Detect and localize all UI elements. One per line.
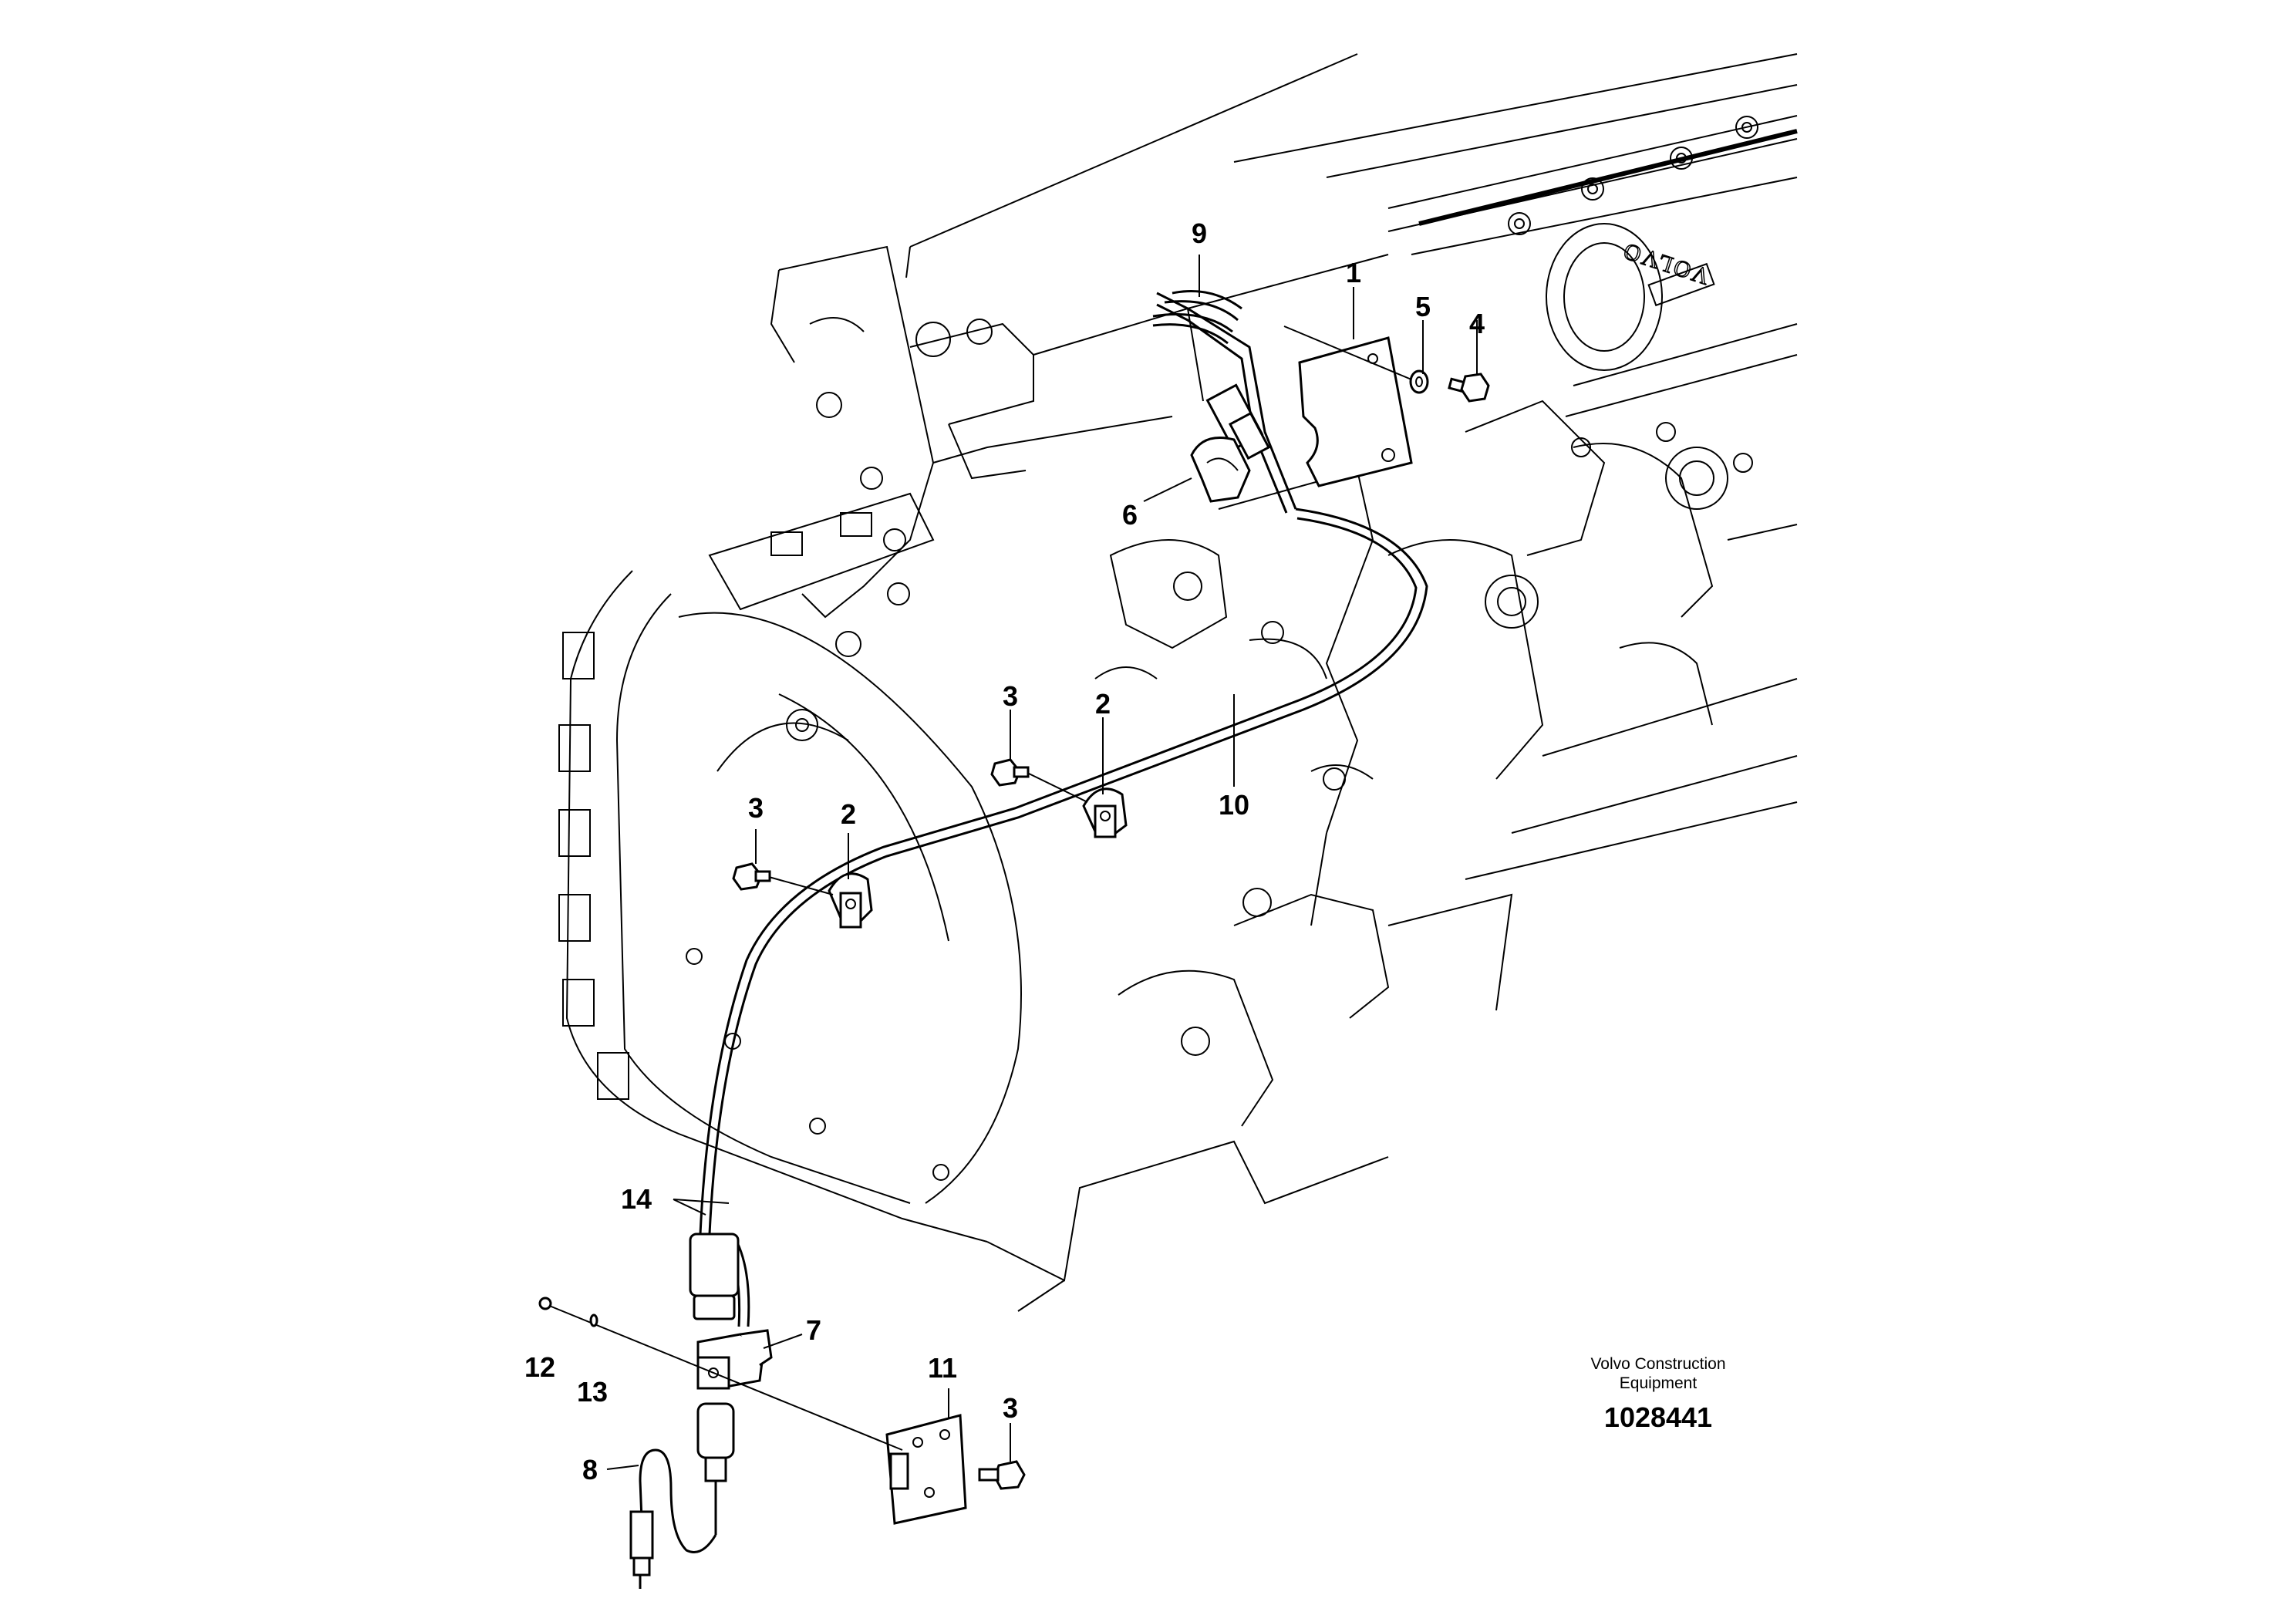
housing-bosses xyxy=(558,631,949,1181)
callout-4: 4 xyxy=(1469,308,1485,339)
callout-3-upper: 3 xyxy=(1003,680,1018,712)
mounting-plate-11 xyxy=(885,1414,967,1525)
clamp-lower xyxy=(828,872,873,929)
screw-plate xyxy=(978,1460,1026,1490)
caption-company-line1: Volvo Construction xyxy=(1590,1355,1725,1373)
callout-10: 10 xyxy=(1219,789,1249,821)
washer xyxy=(1409,369,1429,394)
clamp-upper xyxy=(1082,787,1128,838)
washer-13 xyxy=(589,1313,598,1327)
callout-1: 1 xyxy=(1346,257,1361,288)
callout-2-lower: 2 xyxy=(841,798,856,830)
figure-number: 1028441 xyxy=(1604,1401,1712,1433)
callout-8: 8 xyxy=(582,1454,598,1485)
callout-14: 14 xyxy=(621,1183,652,1215)
leader-lines xyxy=(606,255,1478,1470)
callout-3-plate: 3 xyxy=(1003,1392,1018,1424)
callout-7: 7 xyxy=(806,1314,821,1346)
callout-3-lower: 3 xyxy=(748,792,764,824)
rocker-bolts xyxy=(1508,116,1758,235)
nut-12 xyxy=(538,1297,552,1310)
figure-caption: Volvo Construction Equipment 1028441 xyxy=(1590,1355,1725,1433)
brand-mark: VOLVO xyxy=(1619,238,1713,290)
callout-13: 13 xyxy=(577,1376,608,1408)
callout-2-upper: 2 xyxy=(1095,688,1111,720)
cover-plate xyxy=(1298,336,1413,487)
screw-lower xyxy=(732,862,771,891)
callout-6: 6 xyxy=(1122,499,1138,531)
cable-clip-6 xyxy=(1190,437,1251,503)
screw-upper xyxy=(990,758,1030,787)
callout-11: 11 xyxy=(928,1352,957,1384)
bolt-4 xyxy=(1448,373,1490,403)
callout-labels: 1 5 4 9 6 3 2 10 3 2 14 7 11 3 12 13 8 xyxy=(524,218,1485,1485)
engine-block: VOLVO xyxy=(558,53,1798,1312)
callout-5: 5 xyxy=(1415,291,1431,322)
callout-12: 12 xyxy=(524,1351,555,1383)
sensor-connector-14 xyxy=(689,1233,740,1320)
callout-9: 9 xyxy=(1192,218,1207,249)
caption-company-line2: Equipment xyxy=(1620,1374,1698,1392)
sensor-cable xyxy=(699,508,1428,1327)
bracket-clamp-7 xyxy=(696,1329,773,1390)
connector-bundle xyxy=(1152,290,1297,514)
speed-sensor-8 xyxy=(629,1402,735,1589)
